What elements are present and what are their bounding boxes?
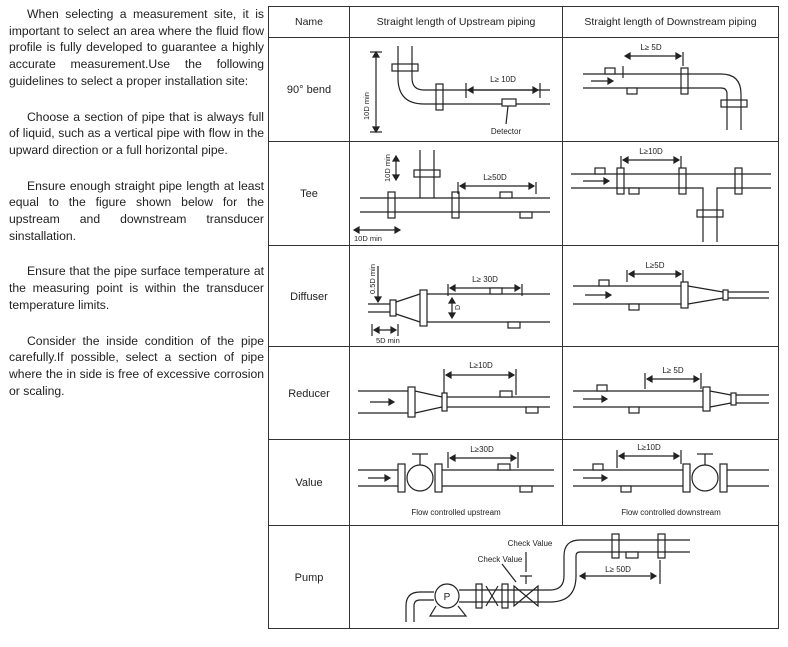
diffuser-upstream-diagram: L≥ 30D 0.5D min 5D min D <box>350 246 563 347</box>
straight-pipe-requirements-table: Name Straight length of Upstream piping … <box>268 6 779 629</box>
diffuser-up-min-vertical-label: 0.5D min <box>368 264 377 294</box>
diffuser-diameter-label: D <box>455 305 462 310</box>
row-name: Tee <box>269 142 350 246</box>
bend-downstream-diagram: L≥ 5D <box>563 38 778 142</box>
tee-down-length-label: L≥10D <box>639 147 663 156</box>
reducer-upstream-svg: L≥10D <box>358 361 550 418</box>
reducer-downstream-svg: L≥ 5D <box>573 366 769 414</box>
row-name: Reducer <box>269 347 350 440</box>
pump-diagram: P Check Value Check Value L≥ 50D <box>350 526 778 629</box>
tee-up-min-vertical-label: 10D min <box>383 154 392 182</box>
table-row: Value <box>269 439 778 526</box>
tee-up-min-horizontal-label: 10D min <box>354 234 382 243</box>
guideline-paragraph-2: Choose a section of pipe that is always … <box>9 109 264 157</box>
bend-downstream-svg: L≥ 5D <box>583 43 748 130</box>
guideline-paragraph-1: When selecting a measurement site, it is… <box>9 7 264 88</box>
guideline-paragraph-5: Consider the inside condition of the pip… <box>9 333 264 398</box>
diffuser-up-min-horizontal-label: 5D min <box>376 336 400 345</box>
pump-svg: P Check Value Check Value L≥ 50D <box>405 533 690 622</box>
pump-check-valve-label-2: Check Value <box>478 555 523 564</box>
reducer-up-length-label: L≥10D <box>469 361 493 370</box>
diffuser-upstream-svg: L≥ 30D 0.5D min 5D min D <box>368 264 550 345</box>
row-name: 90° bend <box>269 38 350 142</box>
installation-guidelines: When selecting a measurement site, it is… <box>9 6 264 418</box>
pump-check-valve-label-1: Check Value <box>508 539 553 548</box>
bend-upstream-svg: L≥ 10D 10D min Detector <box>362 46 550 136</box>
header-downstream: Straight length of Downstream piping <box>584 16 757 28</box>
valve-upstream-diagram: L≥30D Flow controlled upstream <box>350 440 563 526</box>
valve-downstream-diagram: L≥10D Flow controlled downstream <box>563 440 778 526</box>
row-name: Pump <box>269 526 350 629</box>
tee-downstream-diagram: L≥10D <box>563 142 778 246</box>
valve-down-caption: Flow controlled downstream <box>621 508 721 517</box>
pump-symbol-label: P <box>444 592 451 603</box>
row-name: Diffuser <box>269 246 350 347</box>
guideline-paragraph-3: Ensure enough straight pipe length at le… <box>9 178 264 243</box>
detector-label: Detector <box>491 127 522 136</box>
table-header-row: Name Straight length of Upstream piping … <box>269 7 778 37</box>
valve-down-length-label: L≥10D <box>637 443 661 452</box>
table-row: Diffuser <box>269 245 778 347</box>
bend-upstream-diagram: L≥ 10D 10D min Detector <box>350 38 563 142</box>
table-row: Pump <box>269 525 778 629</box>
reducer-down-length-label: L≥ 5D <box>662 366 684 375</box>
tee-up-length-label: L≥50D <box>483 173 507 182</box>
header-upstream: Straight length of Upstream piping <box>350 7 563 37</box>
tee-upstream-svg: L≥50D 10D min 10D min <box>352 150 550 243</box>
table-row: Tee <box>269 141 778 246</box>
valve-up-length-label: L≥30D <box>470 445 494 454</box>
guideline-paragraph-4: Ensure that the pipe surface temperature… <box>9 264 264 312</box>
header-name: Name <box>269 7 350 37</box>
bend-up-length-label: L≥ 10D <box>490 75 516 84</box>
diffuser-down-length-label: L≥5D <box>645 261 664 270</box>
table-row: Reducer <box>269 346 778 440</box>
bend-down-length-label: L≥ 5D <box>640 43 662 52</box>
pump-length-label: L≥ 50D <box>605 565 631 574</box>
tee-downstream-svg: L≥10D <box>571 147 771 242</box>
bend-up-min-label: 10D min <box>362 92 371 120</box>
row-name: Value <box>269 440 350 526</box>
tee-upstream-diagram: L≥50D 10D min 10D min <box>350 142 563 246</box>
diffuser-downstream-svg: L≥5D <box>573 261 769 311</box>
diffuser-downstream-diagram: L≥5D <box>563 246 778 347</box>
reducer-downstream-diagram: L≥ 5D <box>563 347 778 440</box>
valve-upstream-svg: L≥30D Flow controlled upstream <box>358 445 554 517</box>
reducer-upstream-diagram: L≥10D <box>350 347 563 440</box>
table-row: 90° bend <box>269 37 778 142</box>
valve-up-caption: Flow controlled upstream <box>411 508 501 517</box>
diffuser-up-length-label: L≥ 30D <box>472 275 498 284</box>
valve-downstream-svg: L≥10D Flow controlled downstream <box>573 443 769 517</box>
